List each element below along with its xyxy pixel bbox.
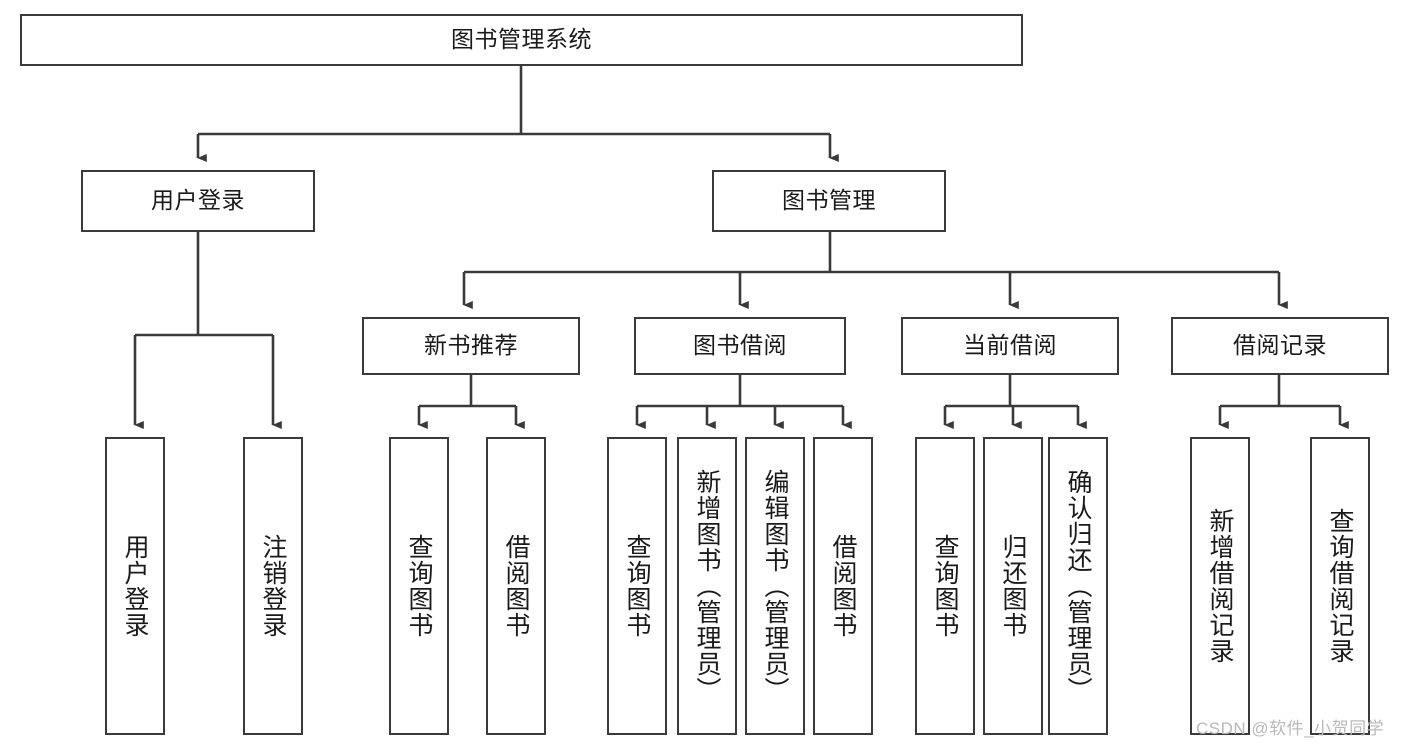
node-borrow-record[interactable]: 借阅记录 bbox=[1171, 317, 1389, 375]
node-leaf-borrow-book-1-label: 借阅图书 bbox=[502, 534, 530, 638]
node-leaf-borrow-book-2-label: 借阅图书 bbox=[829, 534, 857, 638]
node-leaf-query-book-2[interactable]: 查询图书 bbox=[607, 437, 667, 735]
node-leaf-edit-book[interactable]: 编辑图书（管理员） bbox=[745, 437, 805, 735]
node-leaf-return-book-label: 归还图书 bbox=[999, 534, 1027, 638]
node-user-login[interactable]: 用户登录 bbox=[81, 170, 315, 232]
node-borrow-record-label: 借阅记录 bbox=[1233, 332, 1327, 359]
node-root[interactable]: 图书管理系统 bbox=[20, 14, 1023, 66]
node-leaf-query-book-3-label: 查询图书 bbox=[931, 534, 959, 638]
node-leaf-query-book-1[interactable]: 查询图书 bbox=[389, 437, 449, 735]
node-root-label: 图书管理系统 bbox=[451, 26, 592, 53]
node-book-borrow-label: 图书借阅 bbox=[693, 332, 787, 359]
node-leaf-query-book-3[interactable]: 查询图书 bbox=[915, 437, 975, 735]
node-leaf-user-logout[interactable]: 注销登录 bbox=[243, 437, 303, 735]
node-leaf-query-book-2-label: 查询图书 bbox=[623, 534, 651, 638]
node-leaf-query-record-label: 查询借阅记录 bbox=[1326, 508, 1354, 664]
csdn-watermark: CSDN @软件_小贺同学 bbox=[1196, 719, 1385, 738]
node-current-borrow[interactable]: 当前借阅 bbox=[901, 317, 1119, 375]
node-leaf-confirm-return-label: 确认归还（管理员） bbox=[1064, 469, 1092, 703]
node-book-borrow[interactable]: 图书借阅 bbox=[634, 317, 846, 375]
node-leaf-query-book-1-label: 查询图书 bbox=[405, 534, 433, 638]
node-user-login-label: 用户登录 bbox=[151, 187, 245, 214]
node-current-borrow-label: 当前借阅 bbox=[963, 332, 1057, 359]
node-new-book-rec[interactable]: 新书推荐 bbox=[362, 317, 580, 375]
node-leaf-add-record[interactable]: 新增借阅记录 bbox=[1190, 437, 1250, 735]
node-new-book-rec-label: 新书推荐 bbox=[424, 332, 518, 359]
node-leaf-borrow-book-2[interactable]: 借阅图书 bbox=[813, 437, 873, 735]
node-leaf-edit-book-label: 编辑图书（管理员） bbox=[761, 469, 789, 703]
node-leaf-return-book[interactable]: 归还图书 bbox=[983, 437, 1043, 735]
node-book-manage-label: 图书管理 bbox=[782, 187, 876, 214]
node-leaf-add-book-label: 新增图书（管理员） bbox=[693, 469, 721, 703]
node-leaf-borrow-book-1[interactable]: 借阅图书 bbox=[486, 437, 546, 735]
node-leaf-user-login-label: 用户登录 bbox=[121, 534, 149, 638]
node-leaf-user-logout-label: 注销登录 bbox=[259, 534, 287, 638]
node-leaf-query-record[interactable]: 查询借阅记录 bbox=[1310, 437, 1370, 735]
node-leaf-add-book[interactable]: 新增图书（管理员） bbox=[677, 437, 737, 735]
node-leaf-user-login[interactable]: 用户登录 bbox=[105, 437, 165, 735]
node-leaf-add-record-label: 新增借阅记录 bbox=[1206, 508, 1234, 664]
node-book-manage[interactable]: 图书管理 bbox=[712, 170, 946, 232]
node-leaf-confirm-return[interactable]: 确认归还（管理员） bbox=[1048, 437, 1108, 735]
